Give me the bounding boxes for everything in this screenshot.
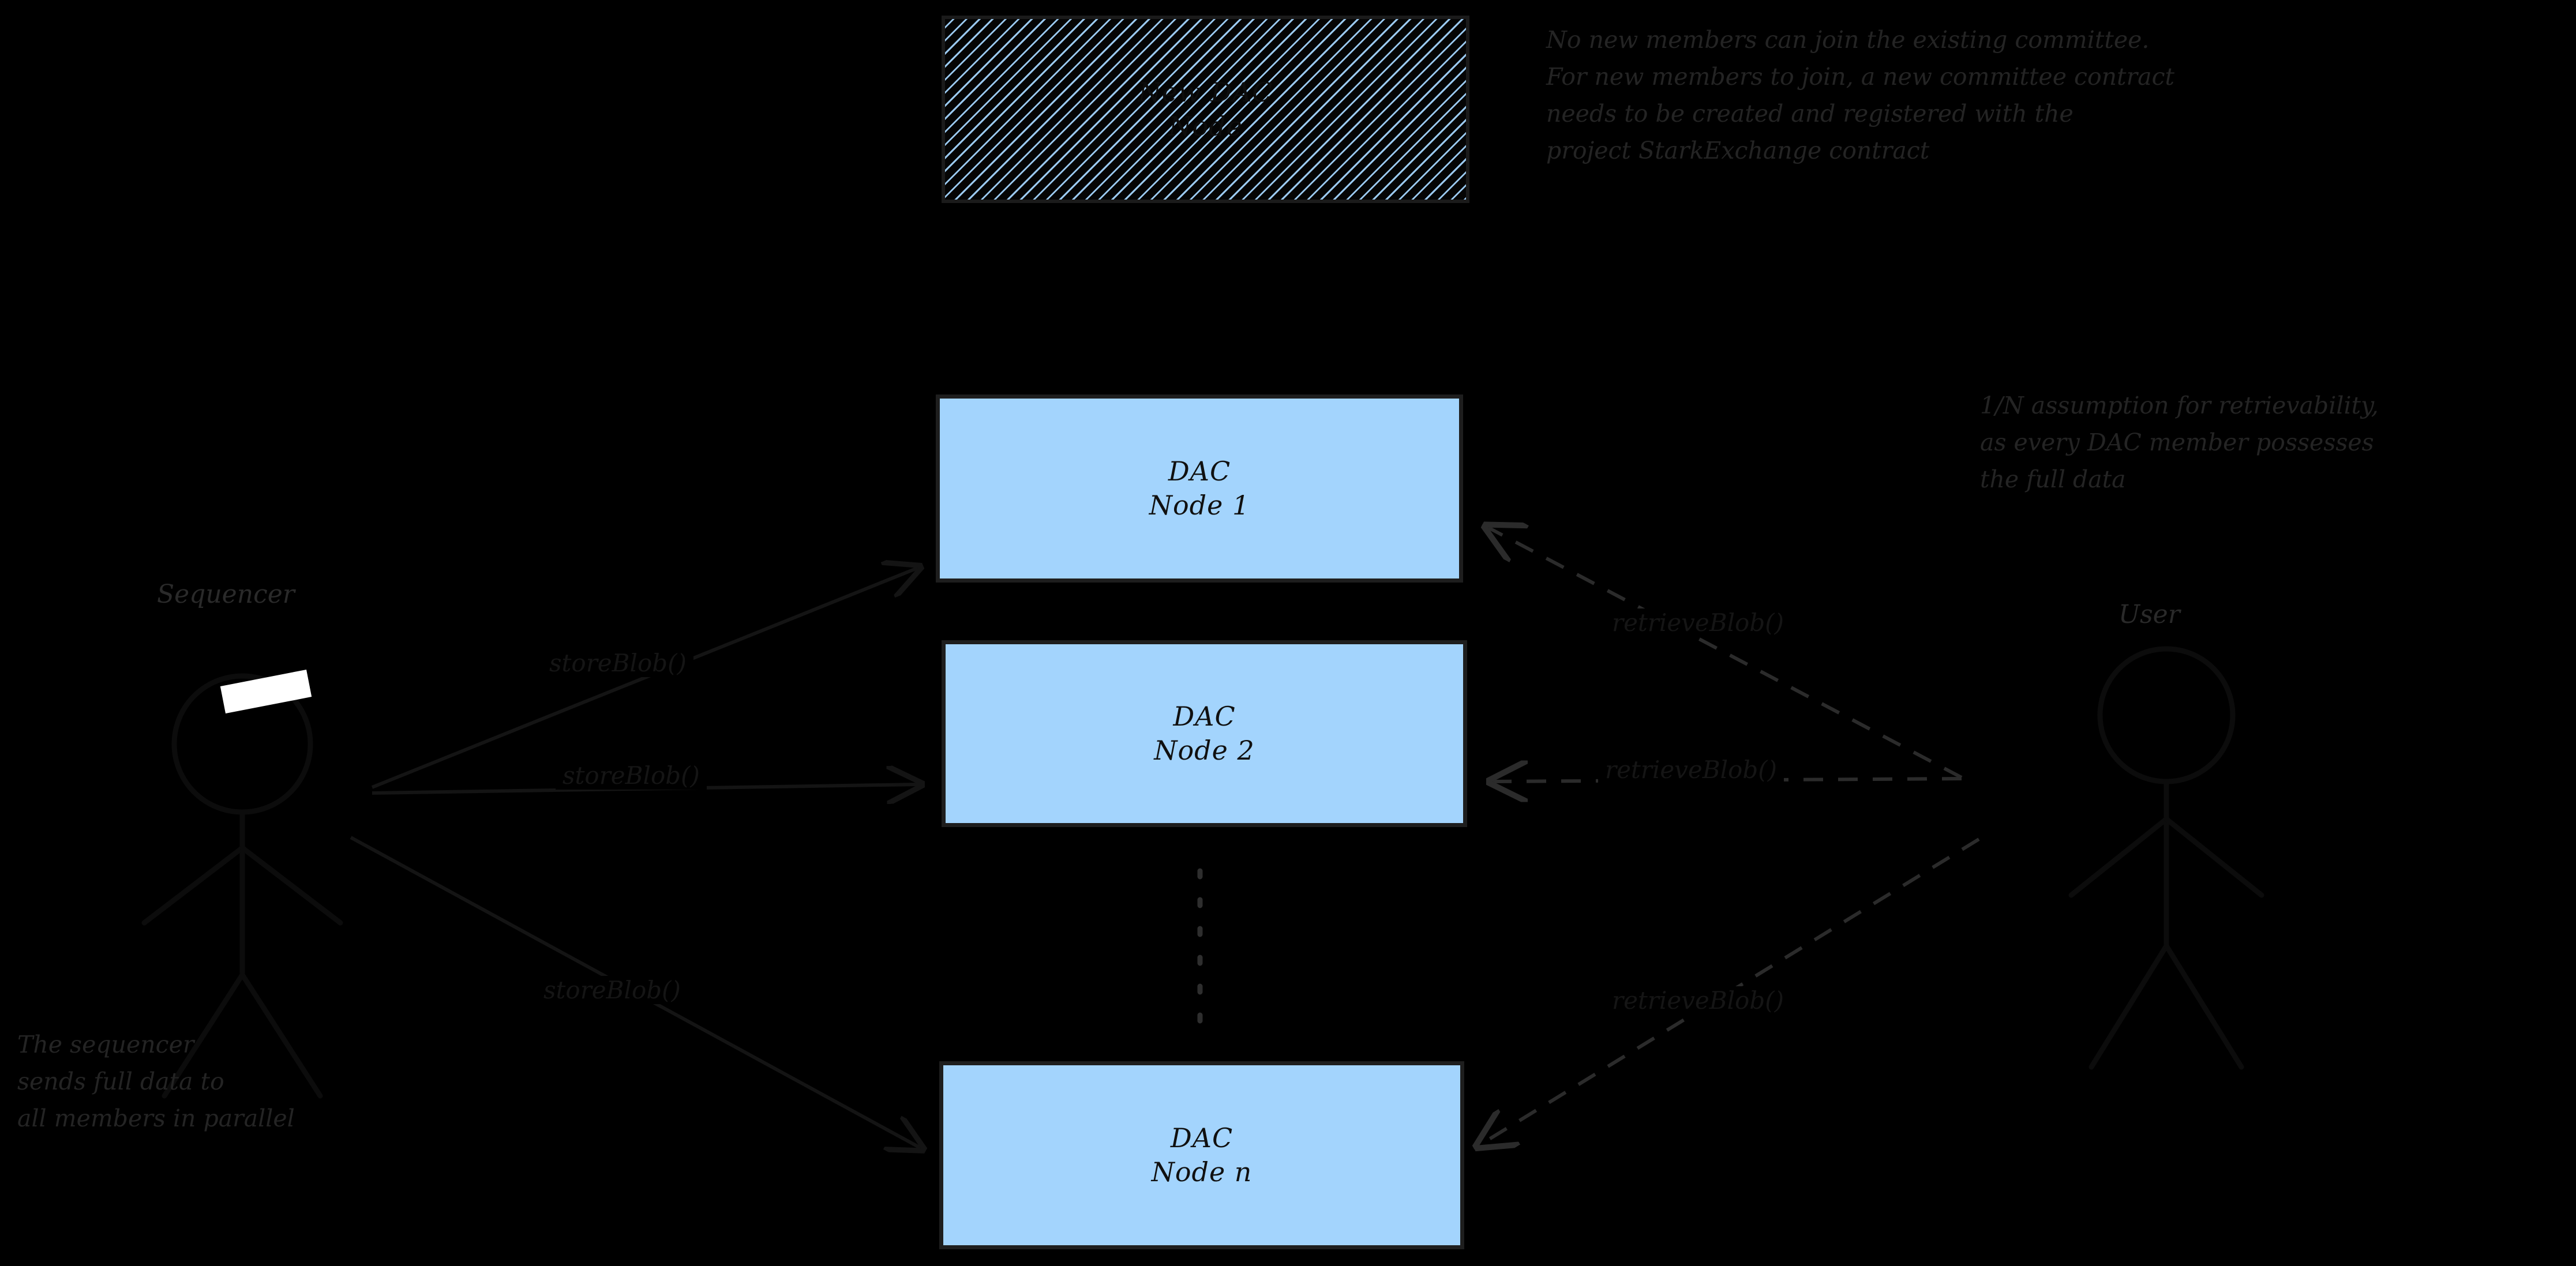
dac-node-1-label-line2: Node 1 — [1149, 490, 1250, 521]
dac-node-2-label-line1: DAC — [1173, 701, 1236, 732]
dac-node-2-box[interactable]: DAC Node 2 — [942, 640, 1467, 827]
sequencer-arm-right — [239, 845, 343, 926]
dac-node-1-label-line1: DAC — [1168, 456, 1231, 487]
sequencer-leg-right — [239, 972, 323, 1099]
dac-node-2-label-line2: Node 2 — [1154, 735, 1255, 766]
user-figure — [2068, 646, 2264, 1070]
user-leg-right — [2163, 943, 2244, 1070]
annotation-sequencer-note: The sequencer sends full data to all mem… — [17, 1031, 295, 1132]
user-label: User — [2118, 600, 2180, 629]
edge-retrieve-blob-node2 — [1493, 779, 1962, 782]
new-dac-node-box[interactable]: New DAC Node — [942, 16, 1469, 203]
annotation-retrievability-note: 1/N assumption for retrievability, as ev… — [1980, 392, 2379, 493]
dac-node-n-label-line1: DAC — [1170, 1122, 1233, 1154]
new-dac-node-label-line2: Node — [1168, 110, 1243, 142]
edge-label-retrieve-blob-noden: retrieveBlob() — [1605, 986, 1791, 1015]
new-dac-node-label-line1: New DAC — [1138, 76, 1273, 108]
edge-label-retrieve-blob-node2: retrieveBlob() — [1598, 756, 1784, 784]
sequencer-arm-left — [141, 845, 245, 926]
edge-store-blob-node1 — [371, 568, 917, 789]
edge-label-store-blob-noden: storeBlob() — [537, 976, 688, 1004]
sequencer-figure — [141, 673, 343, 1099]
edge-label-retrieve-blob-node1: retrieveBlob() — [1605, 608, 1791, 637]
user-arm-right — [2163, 816, 2264, 898]
sequencer-leg-left — [162, 972, 245, 1099]
user-arm-left — [2068, 816, 2169, 898]
user-leg-left — [2088, 943, 2169, 1070]
user-head — [2097, 646, 2236, 784]
dac-node-n-label-line2: Node n — [1151, 1156, 1253, 1188]
annotation-committee-note: No new members can join the existing com… — [1546, 26, 2175, 164]
edge-retrieve-blob-node1 — [1488, 528, 1963, 779]
sequencer-label: Sequencer — [157, 580, 295, 609]
edge-label-store-blob-node1: storeBlob() — [542, 649, 693, 677]
dac-node-1-box[interactable]: DAC Node 1 — [936, 395, 1463, 583]
edge-label-store-blob-node2: storeBlob() — [556, 761, 707, 790]
dac-node-n-box[interactable]: DAC Node n — [939, 1061, 1464, 1249]
